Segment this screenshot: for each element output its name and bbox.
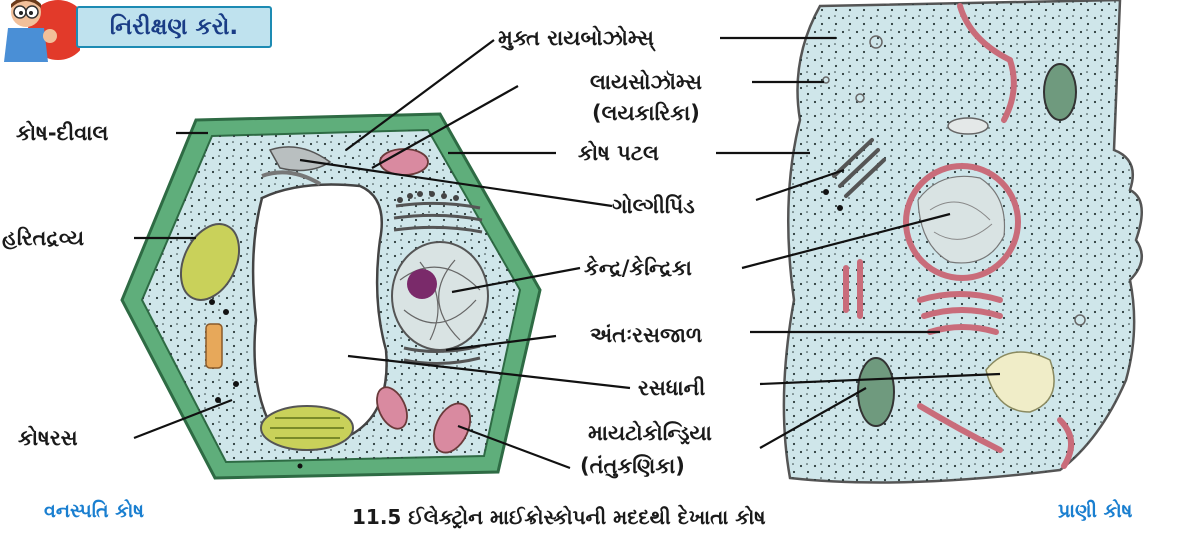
label-chloroplast: હરિતદ્રવ્ય — [2, 225, 84, 251]
label-nucleus: કેન્દ્ર/કેન્દ્રિકા — [584, 255, 692, 281]
label-lysosomes: લાયસોઝૉમ્સ — [590, 69, 702, 95]
label-mitochondria: માયટોકોન્ડ્રિયા — [588, 420, 712, 446]
animal-cell — [784, 0, 1142, 483]
figure-caption: 11.5 ઈલેક્ટ્રોન માઈક્રોસ્કોપની મદદથી દેખ… — [352, 505, 766, 529]
label-free-ribosomes: મુક્ત રાયબોઝોમ્સ્ — [498, 25, 654, 51]
label-golgi: ગોલ્ગીપિંડ — [612, 193, 695, 219]
animal-cell-caption: પ્રાણી કોષ — [1058, 500, 1132, 522]
plant-nucleus — [392, 242, 488, 350]
label-lysosomes-alt: (લયકારિકા) — [592, 100, 700, 126]
label-vacuole: રસધાની — [638, 375, 705, 401]
label-cell-sap: કોષરસ — [18, 425, 78, 451]
label-cell-wall: કોષ-દીવાલ — [16, 120, 108, 146]
label-cell-membrane: કોષ પટલ — [578, 140, 659, 166]
label-mitochondria-alt: (તંતુકણિકા) — [580, 453, 685, 479]
label-er: અંતઃરસજાળ — [590, 322, 702, 348]
plant-vacuole — [253, 185, 387, 444]
plant-cell-caption: વનસ્પતિ કોષ — [44, 500, 144, 522]
plant-cell — [122, 114, 540, 478]
